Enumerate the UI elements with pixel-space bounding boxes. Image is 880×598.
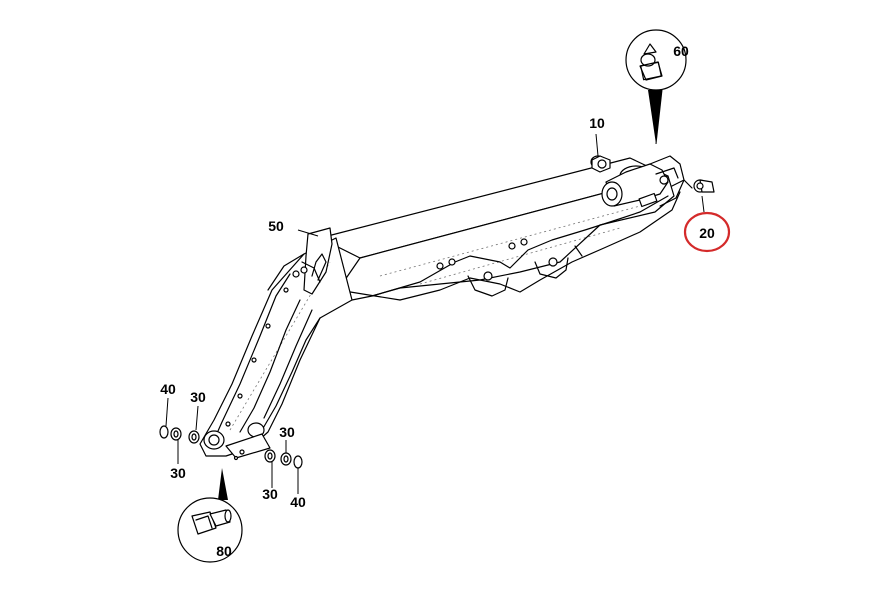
washers-right bbox=[264, 449, 303, 469]
leader-lines bbox=[165, 133, 705, 494]
callout-30-left-bottom: 30 bbox=[170, 465, 186, 481]
callout-10: 10 bbox=[589, 115, 605, 131]
part-50-bracket bbox=[300, 227, 333, 295]
callout-60: 60 bbox=[673, 43, 689, 59]
cylinder-end bbox=[601, 155, 693, 208]
boom-beam bbox=[319, 157, 681, 301]
callout-80: 80 bbox=[216, 543, 232, 559]
part-80-zoom bbox=[177, 468, 243, 563]
callout-40-left: 40 bbox=[160, 381, 176, 397]
callout-20-highlight-circle bbox=[683, 211, 731, 253]
callout-30-left-top: 30 bbox=[190, 389, 206, 405]
callout-30-right-top: 30 bbox=[279, 424, 295, 440]
washers-left bbox=[159, 425, 200, 444]
callout-20: 20 bbox=[699, 225, 715, 241]
part-60-zoom bbox=[625, 29, 687, 145]
callout-40-right: 40 bbox=[290, 494, 306, 510]
part-20-bushing bbox=[693, 179, 715, 193]
callout-30-right-bottom: 30 bbox=[262, 486, 278, 502]
callout-50: 50 bbox=[268, 218, 284, 234]
part-10-bushing bbox=[590, 155, 611, 173]
dipper-arm bbox=[199, 237, 353, 461]
